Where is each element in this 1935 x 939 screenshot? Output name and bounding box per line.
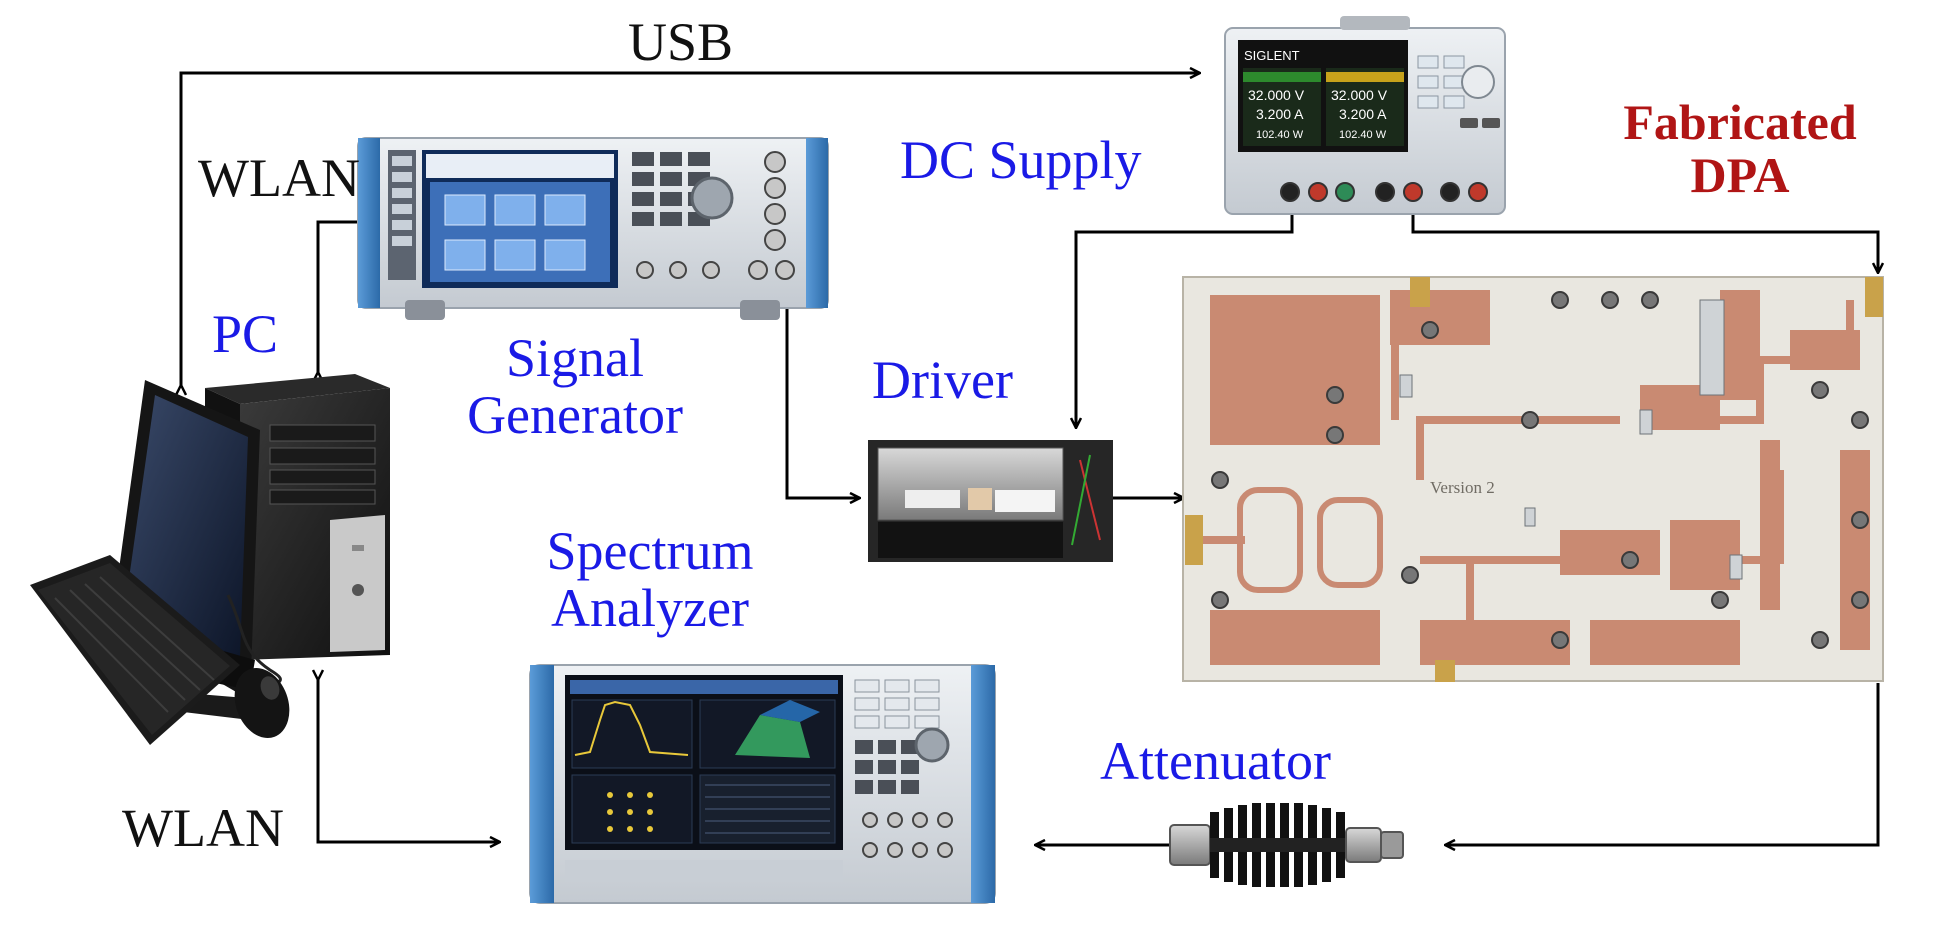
dpa-to-attenuator-arrow — [1445, 683, 1880, 845]
dc-to-dpa-arrow — [1411, 200, 1878, 273]
fabricated-dpa-label: Fabricated DPA — [1595, 96, 1885, 201]
spectrum-analyzer-label-line1: Spectrum — [546, 521, 754, 581]
connections — [181, 73, 1878, 845]
pc-illustration — [30, 374, 390, 745]
siggen-to-driver-arrow — [785, 285, 860, 498]
attenuator-illustration — [1169, 803, 1404, 887]
wlan-bottom-connection-arrow — [318, 680, 500, 842]
dc-current-2: 3.200 A — [1339, 106, 1387, 122]
driver-amplifier-illustration — [868, 440, 1113, 562]
fabricated-dpa-label-line1: Fabricated — [1623, 94, 1857, 150]
usb-connection-arrow — [181, 73, 1200, 385]
pc-label: PC — [212, 304, 279, 364]
fabricated-dpa-label-line2: DPA — [1690, 146, 1790, 203]
dc-to-driver-arrow — [1076, 200, 1294, 428]
attenuator-label: Attenuator — [1100, 731, 1331, 791]
signal-generator-illustration — [357, 137, 829, 320]
pcb-version-marking: Version 2 — [1430, 478, 1495, 497]
dc-brand-text: SIGLENT — [1244, 48, 1300, 63]
dpa-pcb-illustration: Version 2 — [1182, 276, 1884, 682]
dc-current-1: 3.200 A — [1256, 106, 1304, 122]
dc-voltage-2: 32.000 V — [1331, 87, 1388, 103]
signal-generator-label-line2: Generator — [467, 384, 683, 445]
usb-label: USB — [628, 12, 734, 72]
dc-power-2: 102.40 W — [1339, 129, 1387, 141]
dc-power-1: 102.40 W — [1256, 129, 1304, 141]
dc-supply-label: DC Supply — [900, 130, 1142, 190]
wlan-top-connection-arrow — [318, 222, 372, 372]
spectrum-analyzer-label: Spectrum Analyzer — [530, 523, 770, 636]
signal-generator-label: Signal Generator — [455, 330, 695, 443]
dc-voltage-1: 32.000 V — [1248, 87, 1305, 103]
wlan-top-label: WLAN — [198, 148, 360, 208]
wlan-bottom-label: WLAN — [122, 798, 284, 858]
signal-generator-label-line1: Signal — [505, 328, 644, 388]
dc-supply-illustration: SIGLENT 32.000 V 3.200 A 102.40 W 32.000… — [1224, 16, 1506, 215]
spectrum-analyzer-illustration — [529, 664, 996, 904]
driver-label: Driver — [872, 350, 1013, 410]
spectrum-analyzer-label-line2: Analyzer — [551, 577, 749, 638]
